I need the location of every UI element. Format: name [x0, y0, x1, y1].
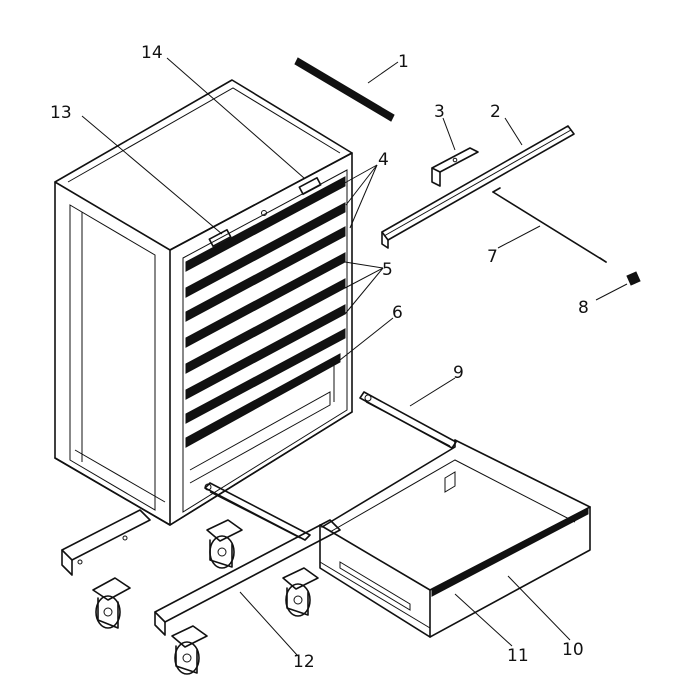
callout-5: 5: [382, 260, 393, 280]
callout-2: 2: [490, 102, 501, 122]
drawer-fronts: [185, 176, 346, 448]
callout-10: 10: [562, 640, 584, 660]
callout-labels: 1 2 3 4 5 6 7 8 9 10 11 12 13 14: [50, 43, 589, 672]
lower-drawer-slide: [204, 482, 311, 541]
part-9-slide: [359, 391, 457, 449]
part-8-cap: [626, 271, 641, 286]
drawer: [319, 439, 591, 638]
base-and-casters: [61, 509, 341, 675]
callout-11: 11: [507, 646, 529, 666]
tool-cabinet: [54, 79, 353, 526]
caster: [171, 625, 208, 675]
part-2-rail: [381, 125, 575, 249]
callout-3: 3: [434, 102, 445, 122]
part-1-strip: [294, 57, 395, 122]
callout-14: 14: [141, 43, 163, 63]
callout-13: 13: [50, 103, 72, 123]
part-7-rod: [492, 187, 607, 263]
callout-7: 7: [487, 247, 498, 267]
callout-12: 12: [293, 652, 315, 672]
leader-lines: [81, 57, 628, 656]
callout-6: 6: [392, 303, 403, 323]
caster: [206, 519, 243, 569]
callout-1: 1: [398, 52, 409, 72]
part-3-bracket: [431, 147, 479, 187]
callout-8: 8: [578, 298, 589, 318]
callout-9: 9: [453, 363, 464, 383]
caster: [92, 577, 131, 629]
callout-4: 4: [378, 150, 389, 170]
caster: [282, 567, 319, 617]
